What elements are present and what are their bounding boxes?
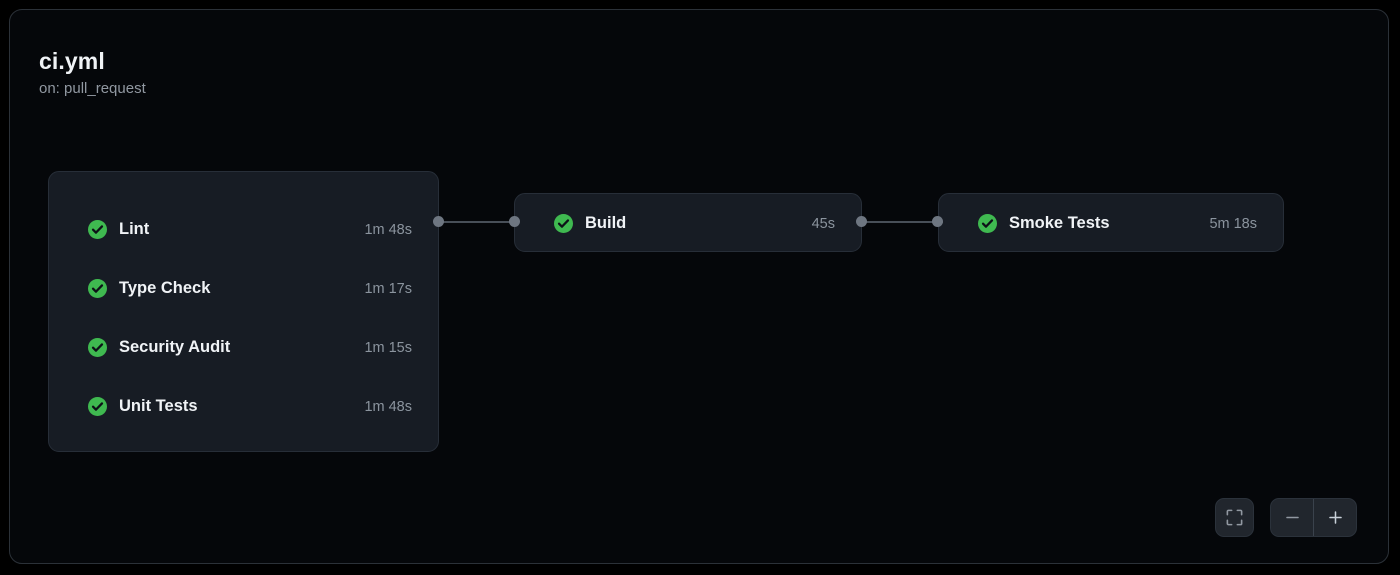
job-row-type-check[interactable]: Type Check 1m 17s xyxy=(49,259,438,318)
edge-build-to-smoke xyxy=(861,221,943,223)
workflow-header: ci.yml on: pull_request xyxy=(39,47,146,99)
node-smoke-tests[interactable]: Smoke Tests 5m 18s xyxy=(938,193,1284,252)
workflow-trigger: on: pull_request xyxy=(39,80,146,97)
job-name: Smoke Tests xyxy=(1009,214,1110,232)
job-row-lint[interactable]: Lint 1m 48s xyxy=(49,200,438,259)
node-parallel-group[interactable]: Lint 1m 48s Type Check 1m 17s Security A… xyxy=(48,171,439,452)
job-name: Build xyxy=(585,214,627,232)
job-row-build[interactable]: Build 45s xyxy=(515,194,861,253)
control-divider xyxy=(1313,499,1314,536)
zoom-in-button[interactable] xyxy=(1314,499,1356,536)
check-circle-icon xyxy=(88,220,107,239)
job-name: Security Audit xyxy=(119,338,231,356)
job-duration: 1m 48s xyxy=(364,221,412,238)
fit-screen-icon xyxy=(1226,509,1243,526)
check-circle-icon xyxy=(978,214,997,233)
plus-icon xyxy=(1328,511,1342,524)
job-name: Lint xyxy=(119,220,150,238)
handle-smoke-input[interactable] xyxy=(932,216,943,227)
check-circle-icon xyxy=(554,214,573,233)
job-name: Unit Tests xyxy=(119,397,198,415)
handle-group-output[interactable] xyxy=(433,216,444,227)
job-row-security-audit[interactable]: Security Audit 1m 15s xyxy=(49,318,438,377)
zoom-controls xyxy=(1215,498,1357,537)
page-title: ci.yml xyxy=(39,48,105,74)
job-name: Type Check xyxy=(119,279,211,297)
fit-view-button[interactable] xyxy=(1215,498,1254,537)
check-circle-icon xyxy=(88,338,107,357)
minus-icon xyxy=(1285,516,1299,519)
job-duration: 1m 15s xyxy=(364,339,412,356)
handle-build-output[interactable] xyxy=(856,216,867,227)
handle-build-input[interactable] xyxy=(509,216,520,227)
job-duration: 45s xyxy=(811,215,835,232)
zoom-out-button[interactable] xyxy=(1271,499,1313,536)
zoom-segmented-control xyxy=(1270,498,1357,537)
node-build[interactable]: Build 45s xyxy=(514,193,862,252)
job-row-unit-tests[interactable]: Unit Tests 1m 48s xyxy=(49,377,438,436)
job-duration: 1m 17s xyxy=(364,280,412,297)
check-circle-icon xyxy=(88,279,107,298)
check-circle-icon xyxy=(88,397,107,416)
job-duration: 5m 18s xyxy=(1209,215,1257,232)
job-duration: 1m 48s xyxy=(364,398,412,415)
edge-group-to-build xyxy=(439,221,519,223)
job-row-smoke-tests[interactable]: Smoke Tests 5m 18s xyxy=(939,194,1283,253)
workflow-canvas[interactable]: ci.yml on: pull_request Lint 1m 48s Type… xyxy=(9,9,1389,564)
